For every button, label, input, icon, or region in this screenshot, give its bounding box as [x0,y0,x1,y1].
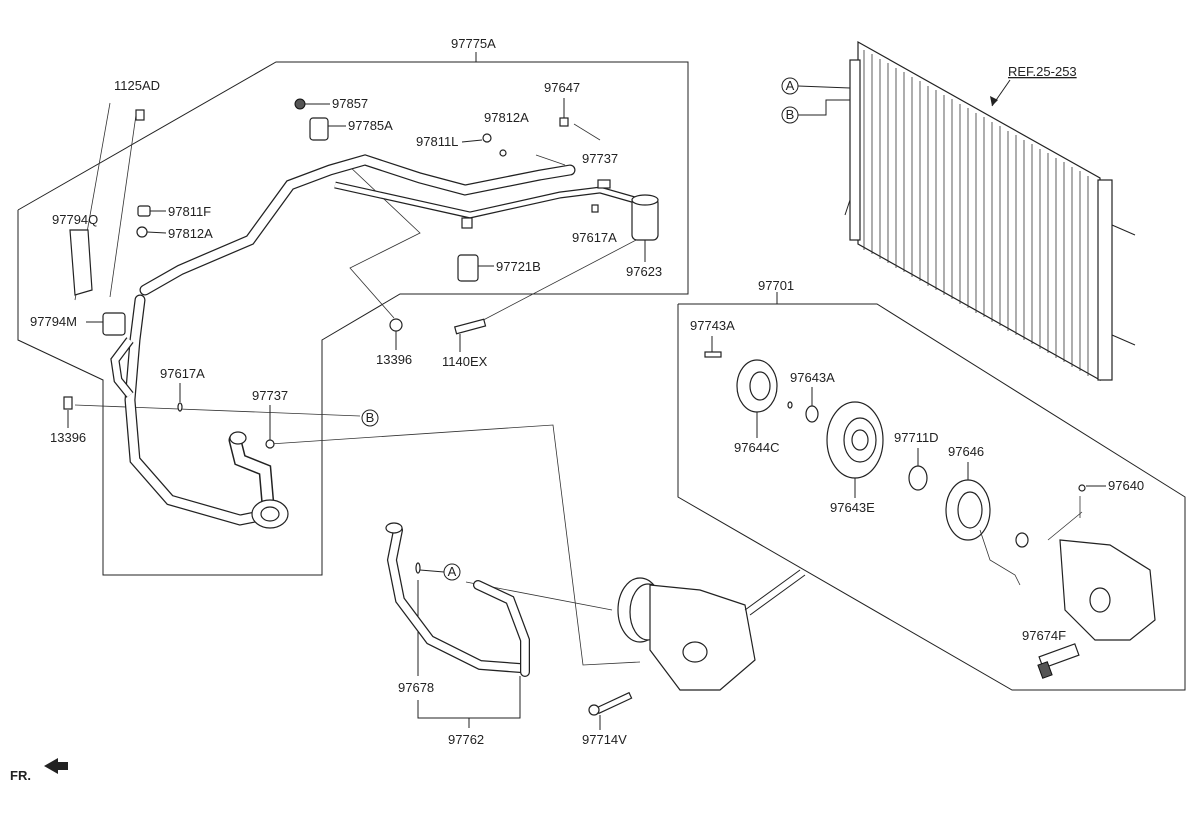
marker-a-top: A [781,77,851,95]
label-97623: 97623 [626,264,662,279]
label-97811f: 97811F [168,204,211,219]
ref-arrow [990,79,1011,107]
svg-text:FR.: FR. [10,768,31,783]
condenser [844,40,1136,382]
label-97857: 97857 [332,96,368,111]
label-97743a: 97743A [690,318,735,333]
label-97644c: 97644C [734,440,780,455]
clutch-disc-97644c [704,351,778,413]
label-97737-top: 97737 [582,151,618,166]
shim-97643a [787,401,819,423]
label-97647: 97647 [544,80,580,95]
label-97812a-top: 97812A [484,110,529,125]
compressor-center [617,569,806,691]
marker-b-top: B [781,99,850,124]
small-fittings [63,98,611,449]
label-97794q: 97794Q [52,212,98,227]
assembly-97775a-outline [17,52,689,576]
label-97775a: 97775A [451,36,496,51]
hose-97678 [385,522,530,677]
svg-text:A: A [786,78,795,93]
label-97714v: 97714V [582,732,627,747]
valve-97674f [1037,643,1080,679]
label-97721b: 97721B [496,259,541,274]
label-ref-25-253: REF.25-253 [1008,64,1077,79]
label-13396-mid: 13396 [376,352,412,367]
svg-text:B: B [786,107,795,122]
suction-hose [110,154,576,526]
label-97812a-left: 97812A [168,226,213,241]
label-97811l: 97811L [416,134,458,149]
pulley-97643e [826,401,884,479]
label-97640: 97640 [1108,478,1144,493]
front-direction-indicator: FR. [10,758,68,783]
snap-ring-97711d [908,465,928,491]
receiver-drier-97623 [631,194,659,241]
marker-a-center: A [419,563,461,581]
label-97617a-top: 97617A [572,230,617,245]
label-97711d: 97711D [894,430,939,445]
label-97794m: 97794M [30,314,77,329]
field-coil-97646 [945,479,1021,586]
label-97701: 97701 [758,278,794,293]
compressor-right [1015,484,1156,641]
condenser-fins [863,50,1089,376]
label-1140ex: 1140EX [442,354,488,369]
svg-text:B: B [366,410,375,425]
label-1125ad: 1125AD [114,78,160,93]
label-97737-left: 97737 [252,388,288,403]
label-97674f: 97674F [1022,628,1066,643]
assembly-97701-outline [677,292,1186,691]
label-97678: 97678 [398,680,434,695]
label-97643a: 97643A [790,370,835,385]
svg-text:A: A [448,564,457,579]
label-97646: 97646 [948,444,984,459]
bolt-97714v [588,691,633,716]
label-13396-left: 13396 [50,430,86,445]
label-97785a: 97785A [348,118,393,133]
label-97643e: 97643E [830,500,875,515]
label-97762: 97762 [448,732,484,747]
liquid-pipe [334,181,636,219]
marker-b-left: B [361,409,379,427]
label-97617a-left: 97617A [160,366,205,381]
discharge-hose-97737 [228,431,289,529]
